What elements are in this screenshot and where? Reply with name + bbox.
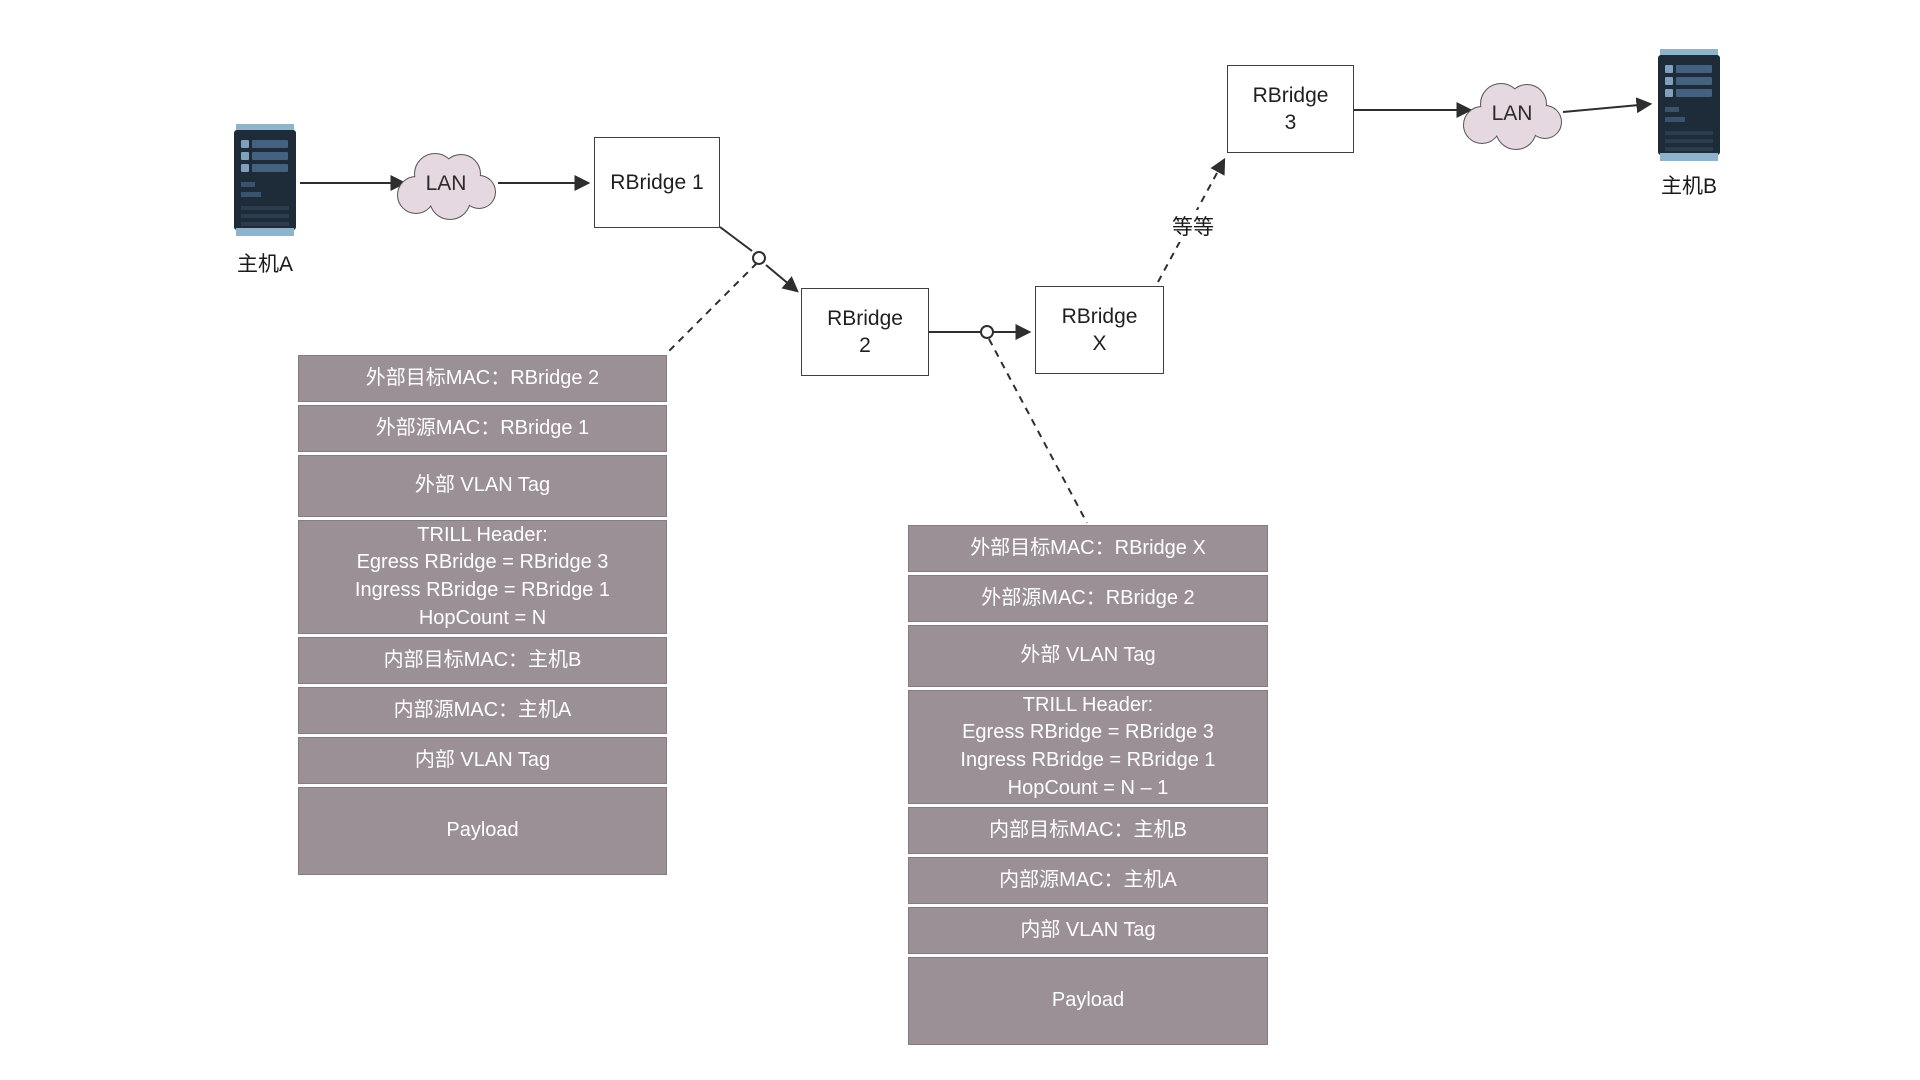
row-text: 外部 VLAN Tag	[414, 474, 551, 497]
row-text: HopCount = N – 1	[1007, 776, 1169, 799]
host-a-server-icon	[234, 124, 296, 236]
row-text: Egress RBridge = RBridge 3	[962, 721, 1214, 744]
lan-left-label: LAN	[425, 172, 467, 195]
packet-right-outer-vlan: 外部 VLAN Tag	[908, 625, 1268, 687]
packet-right-outer-src-mac: 外部源MAC：RBridge 2	[908, 575, 1268, 622]
packet-frame-right: 外部目标MAC：RBridge X 外部源MAC：RBridge 2 外部 VL…	[908, 525, 1268, 1045]
packet-left-inner-dst-mac: 内部目标MAC：主机B	[298, 637, 667, 684]
lan-right-label: LAN	[1491, 102, 1533, 125]
packet-frame-left: 外部目标MAC：RBridge 2 外部源MAC：RBridge 1 外部 VL…	[298, 355, 667, 875]
row-text: Payload	[1051, 989, 1125, 1012]
row-text: 内部源MAC：主机A	[999, 868, 1177, 891]
packet-left-inner-src-mac: 内部源MAC：主机A	[298, 687, 667, 734]
node-rbridge2: RBridge 2	[801, 288, 929, 376]
node-rbridge3: RBridge 3	[1227, 65, 1354, 153]
packet-right-outer-dst-mac: 外部目标MAC：RBridge X	[908, 525, 1268, 572]
node-rbridge-x-label-line1: RBridge	[1061, 304, 1138, 328]
row-text: 外部 VLAN Tag	[1020, 644, 1156, 667]
leader-dot1-to-packet-left	[666, 262, 758, 354]
node-rbridge2-label-line2: 2	[859, 334, 871, 357]
node-rbridge1-label: RBridge 1	[610, 170, 704, 194]
arrow-dot-to-rbridge2	[765, 264, 799, 293]
row-text: TRILL Header:	[417, 523, 548, 546]
packet-left-outer-dst-mac: 外部目标MAC：RBridge 2	[298, 355, 667, 402]
etc-label: 等等	[1155, 210, 1231, 242]
packet-right-inner-src-mac: 内部源MAC：主机A	[908, 857, 1268, 904]
row-text: 内部源MAC：主机A	[393, 698, 572, 721]
node-rbridge1: RBridge 1	[594, 137, 720, 228]
packet-left-inner-vlan: 内部 VLAN Tag	[298, 737, 667, 784]
row-text: 外部目标MAC：RBridge 2	[365, 366, 600, 389]
row-text: Payload	[446, 819, 519, 842]
host-b-server-icon	[1658, 49, 1720, 161]
packet-left-outer-src-mac: 外部源MAC：RBridge 1	[298, 405, 667, 452]
packet-left-trill-header: TRILL Header: Egress RBridge = RBridge 3…	[298, 520, 667, 634]
packet-left-outer-vlan: 外部 VLAN Tag	[298, 455, 667, 517]
packet-left-payload: Payload	[298, 787, 667, 875]
row-text: 内部目标MAC：主机B	[989, 818, 1187, 841]
capture-dot-link1	[752, 251, 766, 265]
row-text: 外部源MAC：RBridge 1	[375, 416, 590, 439]
row-text: Egress RBridge = RBridge 3	[356, 551, 609, 574]
packet-right-payload: Payload	[908, 957, 1268, 1045]
row-text: 外部目标MAC：RBridge X	[970, 536, 1206, 559]
packet-right-inner-vlan: 内部 VLAN Tag	[908, 907, 1268, 954]
row-text: 内部目标MAC：主机B	[383, 648, 582, 671]
node-rbridge3-label-line1: RBridge	[1252, 83, 1329, 107]
host-b-label: 主机B	[1660, 175, 1717, 198]
row-text: Ingress RBridge = RBridge 1	[354, 579, 611, 601]
capture-dot-link2	[980, 325, 994, 339]
host-a-label: 主机A	[236, 253, 293, 276]
node-rbridge-x-label-line2: X	[1092, 332, 1107, 355]
row-text: 内部 VLAN Tag	[414, 748, 551, 771]
node-rbridge-x: RBridge X	[1035, 286, 1164, 374]
row-text: Ingress RBridge = RBridge 1	[960, 749, 1216, 771]
row-text: 内部 VLAN Tag	[1020, 918, 1156, 941]
arrow-lan-right-to-hostb	[1562, 97, 1653, 114]
row-text: HopCount = N	[418, 606, 547, 629]
packet-right-inner-dst-mac: 内部目标MAC：主机B	[908, 807, 1268, 854]
node-rbridge3-label-line2: 3	[1284, 111, 1297, 134]
node-rbridge2-label-line1: RBridge	[827, 306, 903, 330]
row-text: 外部源MAC：RBridge 2	[981, 586, 1195, 609]
row-text: TRILL Header:	[1022, 693, 1154, 716]
link-rbridge1-to-dot	[719, 226, 753, 252]
packet-right-trill-header: TRILL Header: Egress RBridge = RBridge 3…	[908, 690, 1268, 804]
